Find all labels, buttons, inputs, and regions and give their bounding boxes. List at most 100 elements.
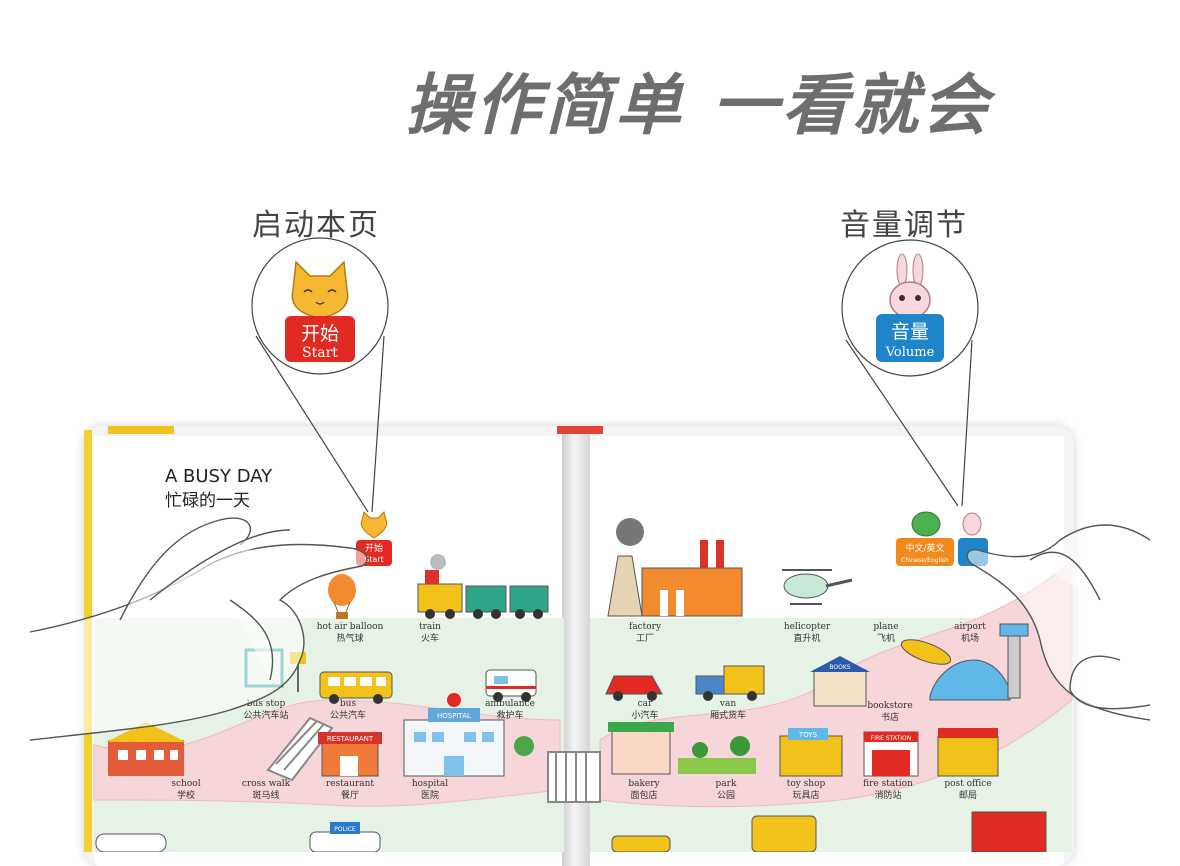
start-button-cn: 开始 — [301, 323, 339, 345]
label-airport-cn: 机场 — [961, 632, 979, 644]
book-title-cn: 忙碌的一天 — [165, 491, 250, 511]
label-car-en: car — [638, 699, 653, 709]
volume-button-en: Volume — [885, 345, 935, 360]
label-restaurant-en: restaurant — [326, 779, 374, 789]
label-plane-cn: 飞机 — [877, 632, 895, 644]
plane — [900, 639, 952, 665]
fire-station-building: FIRE STATION — [863, 731, 919, 777]
label-bakery-cn: 面包店 — [630, 789, 657, 801]
rabbit-icon — [889, 253, 931, 319]
start-button-en: Start — [302, 345, 338, 361]
crosswalk-middle — [547, 751, 601, 803]
restaurant-building: RESTAURANT — [318, 732, 382, 777]
police-car: POLICE — [309, 822, 381, 852]
right-item-labels: factory 工厂 helicopter 直升机 plane 飞机 airpo… — [628, 622, 991, 801]
page-language-button-cn: 中文/英文 — [905, 542, 944, 554]
van — [695, 665, 765, 701]
car — [605, 675, 663, 701]
label-factory-cn: 工厂 — [636, 633, 654, 644]
label-bookstore-en: bookstore — [867, 701, 912, 711]
label-restaurant-cn: 餐厅 — [341, 789, 359, 801]
label-cross-walk-en: cross walk — [242, 779, 291, 789]
bakery-building — [608, 722, 674, 775]
crosswalk-left — [266, 716, 334, 782]
park — [678, 736, 756, 774]
label-fire-station-cn: 消防站 — [874, 789, 901, 801]
yellow-tab — [108, 426, 174, 434]
bookstore-sign: BOOKS — [829, 664, 850, 671]
toy-shop-building: TOYS — [779, 728, 843, 777]
left-hand-outline — [29, 517, 368, 741]
label-bus-stop-cn: 公共汽车站 — [243, 709, 288, 721]
label-factory-en: factory — [629, 622, 662, 632]
label-toy-shop-cn: 玩具店 — [792, 789, 819, 801]
high-speed-train — [95, 833, 167, 852]
label-cross-walk-cn: 斑马线 — [252, 789, 279, 801]
train — [417, 554, 549, 619]
headline: 操作简单 一看就会 — [405, 67, 992, 144]
label-van-cn: 厢式货车 — [710, 709, 746, 721]
cat-icon — [291, 260, 349, 319]
volume-callout: 音量 Volume — [841, 239, 979, 507]
bookstore-building: BOOKS — [810, 656, 870, 707]
airport-building — [929, 623, 1029, 701]
tree — [514, 736, 534, 756]
label-car-cn: 小汽车 — [631, 709, 658, 721]
helicopter — [782, 569, 853, 605]
label-helicopter-en: helicopter — [784, 622, 831, 632]
label-post-office-cn: 邮局 — [959, 789, 977, 801]
page-language-button-en: Chinese/English — [901, 557, 949, 564]
label-hospital-cn: 医院 — [421, 789, 439, 801]
restaurant-sign: RESTAURANT — [327, 735, 374, 743]
label-train-cn: 火车 — [421, 632, 439, 644]
ambulance — [485, 669, 537, 702]
factory — [607, 518, 743, 617]
label-bus-en: bus — [340, 699, 357, 709]
label-bus-cn: 公共汽车 — [330, 709, 366, 721]
left-item-labels: hot air balloon 热气球 train 火车 bus stop 公共… — [171, 622, 535, 801]
school-building — [106, 722, 186, 776]
taxi — [611, 835, 671, 852]
right-hand-outline — [966, 524, 1151, 721]
label-park-cn: 公园 — [717, 790, 735, 801]
label-helicopter-cn: 直升机 — [793, 632, 820, 644]
hospital-building: HOSPITAL — [403, 693, 505, 777]
label-ambulance-cn: 救护车 — [496, 709, 523, 721]
label-ambulance-en: ambulance — [485, 699, 535, 709]
cement-truck — [751, 815, 817, 852]
start-caption: 启动本页 — [252, 208, 380, 243]
red-tab — [557, 426, 603, 434]
toy-shop-sign: TOYS — [798, 731, 818, 739]
bus — [319, 671, 393, 704]
fire-truck — [971, 811, 1047, 852]
label-fire-station-en: fire station — [863, 779, 913, 789]
label-school-cn: 学校 — [177, 789, 195, 801]
label-toy-shop-en: toy shop — [787, 779, 826, 789]
label-post-office-en: post office — [944, 779, 991, 789]
label-bookstore-cn: 书店 — [881, 711, 899, 723]
page-start-button-en: Start — [364, 555, 384, 564]
police-sign: POLICE — [334, 826, 356, 833]
label-airport-en: airport — [954, 622, 986, 632]
start-callout: 开始 Start — [251, 237, 389, 513]
book-title-en: A BUSY DAY — [165, 466, 273, 487]
label-train-en: train — [419, 622, 441, 632]
fire-station-sign: FIRE STATION — [871, 735, 911, 742]
hot-air-balloon — [328, 574, 356, 619]
label-van-en: van — [719, 699, 736, 709]
label-hospital-en: hospital — [412, 779, 448, 789]
label-hot-air-balloon-en: hot air balloon — [317, 622, 384, 632]
label-bakery-en: bakery — [628, 779, 660, 789]
volume-button-cn: 音量 — [891, 321, 929, 343]
hospital-sign: HOSPITAL — [437, 712, 471, 720]
label-school-en: school — [171, 779, 200, 789]
post-office-building — [937, 728, 999, 777]
label-hot-air-balloon-cn: 热气球 — [336, 632, 363, 644]
label-park-en: park — [716, 779, 737, 789]
volume-caption: 音量调节 — [840, 208, 968, 243]
page-start-button-cn: 开始 — [365, 542, 383, 554]
page-language-button[interactable]: 中文/英文 Chinese/English — [896, 511, 954, 566]
label-bus-stop-en: bus stop — [247, 699, 286, 709]
label-plane-en: plane — [873, 622, 898, 632]
